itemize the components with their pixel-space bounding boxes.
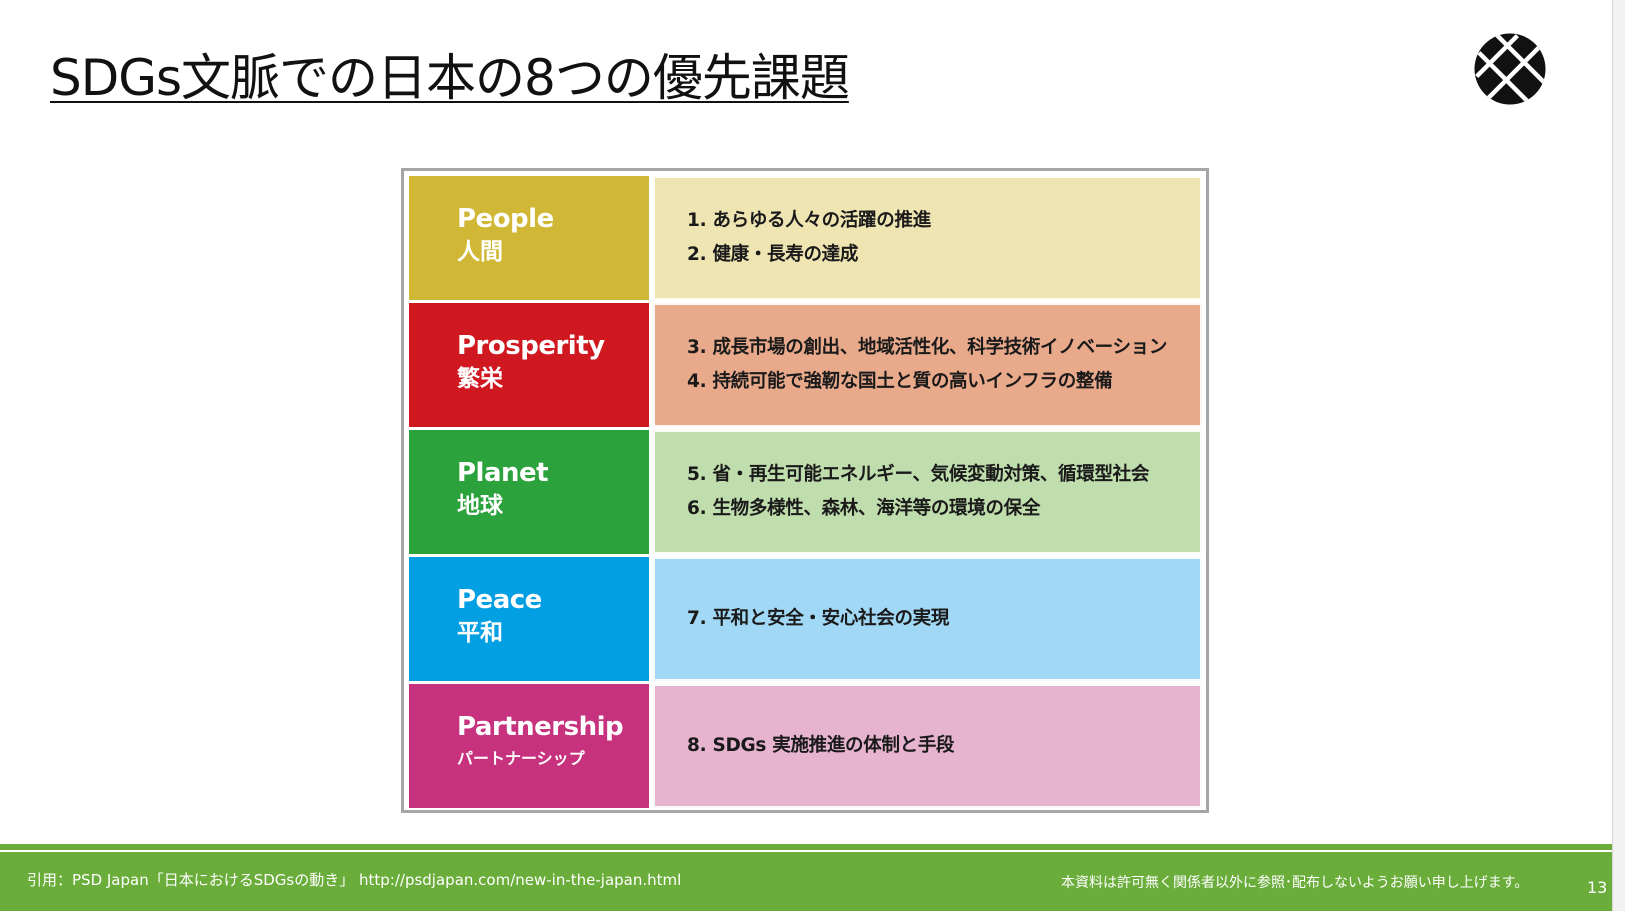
slide-edge [1612,0,1625,917]
priority-item: 5. 省・再生可能エネルギー、気候変動対策、循環型社会 [687,464,1150,485]
category-cell: Planet 地球 [409,430,649,554]
category-cell: People 人間 [409,176,649,300]
category-cell: Partnership パートナーシップ [409,684,649,808]
table-row: Peace 平和 7. 平和と安全・安心社会の実現 [409,557,1202,681]
slide-title: SDGs文脈での日本の8つの優先課題 [50,49,850,107]
priority-item: 4. 持続可能で強靭な国土と質の高いインフラの整備 [687,371,1113,392]
category-cell: Peace 平和 [409,557,649,681]
footer-divider [0,844,1612,850]
category-en: Peace [457,585,542,615]
priority-item: 3. 成長市場の創出、地域活性化、科学技術イノベーション [687,337,1168,358]
items-cell: 1. あらゆる人々の活躍の推進 2. 健康・長寿の達成 [653,176,1202,300]
priority-item: 8. SDGs 実施推進の体制と手段 [687,735,955,756]
category-en: Partnership [457,712,624,742]
category-en: Planet [457,458,549,488]
table-row: Planet 地球 5. 省・再生可能エネルギー、気候変動対策、循環型社会 6.… [409,430,1202,554]
category-en: People [457,204,554,234]
category-jp: 平和 [457,620,503,646]
priority-item: 1. あらゆる人々の活躍の推進 [687,210,931,231]
table-row: Prosperity 繁栄 3. 成長市場の創出、地域活性化、科学技術イノベーシ… [409,303,1202,427]
category-en: Prosperity [457,331,605,361]
citation-text: 引用：PSD Japan「日本におけるSDGsの動き」 http://psdja… [27,871,682,889]
category-jp: パートナーシップ [457,749,585,768]
footer-bar: 引用：PSD Japan「日本におけるSDGsの動き」 http://psdja… [0,852,1612,911]
priority-item: 7. 平和と安全・安心社会の実現 [687,608,950,629]
category-jp: 繁栄 [457,366,503,392]
page-number: 13 [1587,878,1608,897]
category-jp: 人間 [457,239,503,265]
items-cell: 5. 省・再生可能エネルギー、気候変動対策、循環型社会 6. 生物多様性、森林、… [653,430,1202,554]
priority-table: People 人間 1. あらゆる人々の活躍の推進 2. 健康・長寿の達成 Pr… [401,168,1209,813]
table-row: People 人間 1. あらゆる人々の活躍の推進 2. 健康・長寿の達成 [409,176,1202,300]
globe-stripes-icon [1474,33,1546,105]
priority-item: 6. 生物多様性、森林、海洋等の環境の保全 [687,498,1041,519]
confidentiality-notice: 本資料は許可無く関係者以外に参照･配布しないようお願い申し上げます。 [1061,875,1529,891]
items-cell: 7. 平和と安全・安心社会の実現 [653,557,1202,681]
category-jp: 地球 [457,493,503,519]
bottom-edge [0,911,1625,917]
category-cell: Prosperity 繁栄 [409,303,649,427]
items-cell: 8. SDGs 実施推進の体制と手段 [653,684,1202,808]
items-cell: 3. 成長市場の創出、地域活性化、科学技術イノベーション 4. 持続可能で強靭な… [653,303,1202,427]
priority-item: 2. 健康・長寿の達成 [687,244,859,265]
table-row: Partnership パートナーシップ 8. SDGs 実施推進の体制と手段 [409,684,1202,808]
